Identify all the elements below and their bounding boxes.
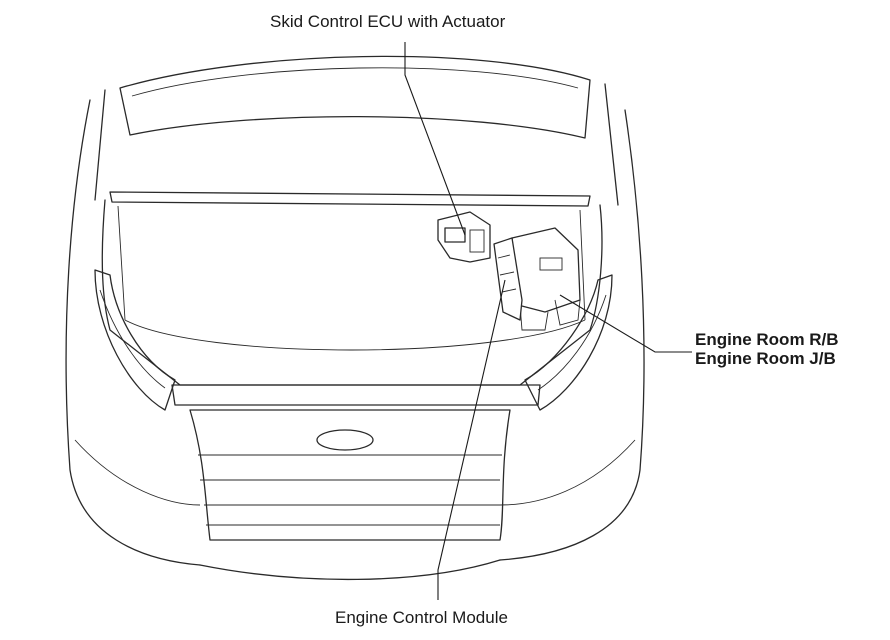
leader-line-engine-room [559,294,692,353]
label-engine-room-rb: Engine Room R/B [695,330,839,349]
raised-hood [94,55,619,206]
label-engine-room-jb: Engine Room J/B [695,349,836,368]
label-engine-room-boxes: Engine Room R/B Engine Room J/B [695,330,839,368]
label-engine-control-module: Engine Control Module [335,608,508,627]
front-grille [171,384,541,541]
leader-line-skid-control [404,42,466,236]
leader-line-engine-control-module [437,279,506,600]
vehicle-body [65,99,645,581]
label-skid-control-ecu: Skid Control ECU with Actuator [270,12,506,31]
engine-room-rb-jb-component [511,227,581,331]
headlights [94,269,613,411]
skid-control-ecu-component [437,211,491,263]
engine-control-module-component [493,237,523,321]
